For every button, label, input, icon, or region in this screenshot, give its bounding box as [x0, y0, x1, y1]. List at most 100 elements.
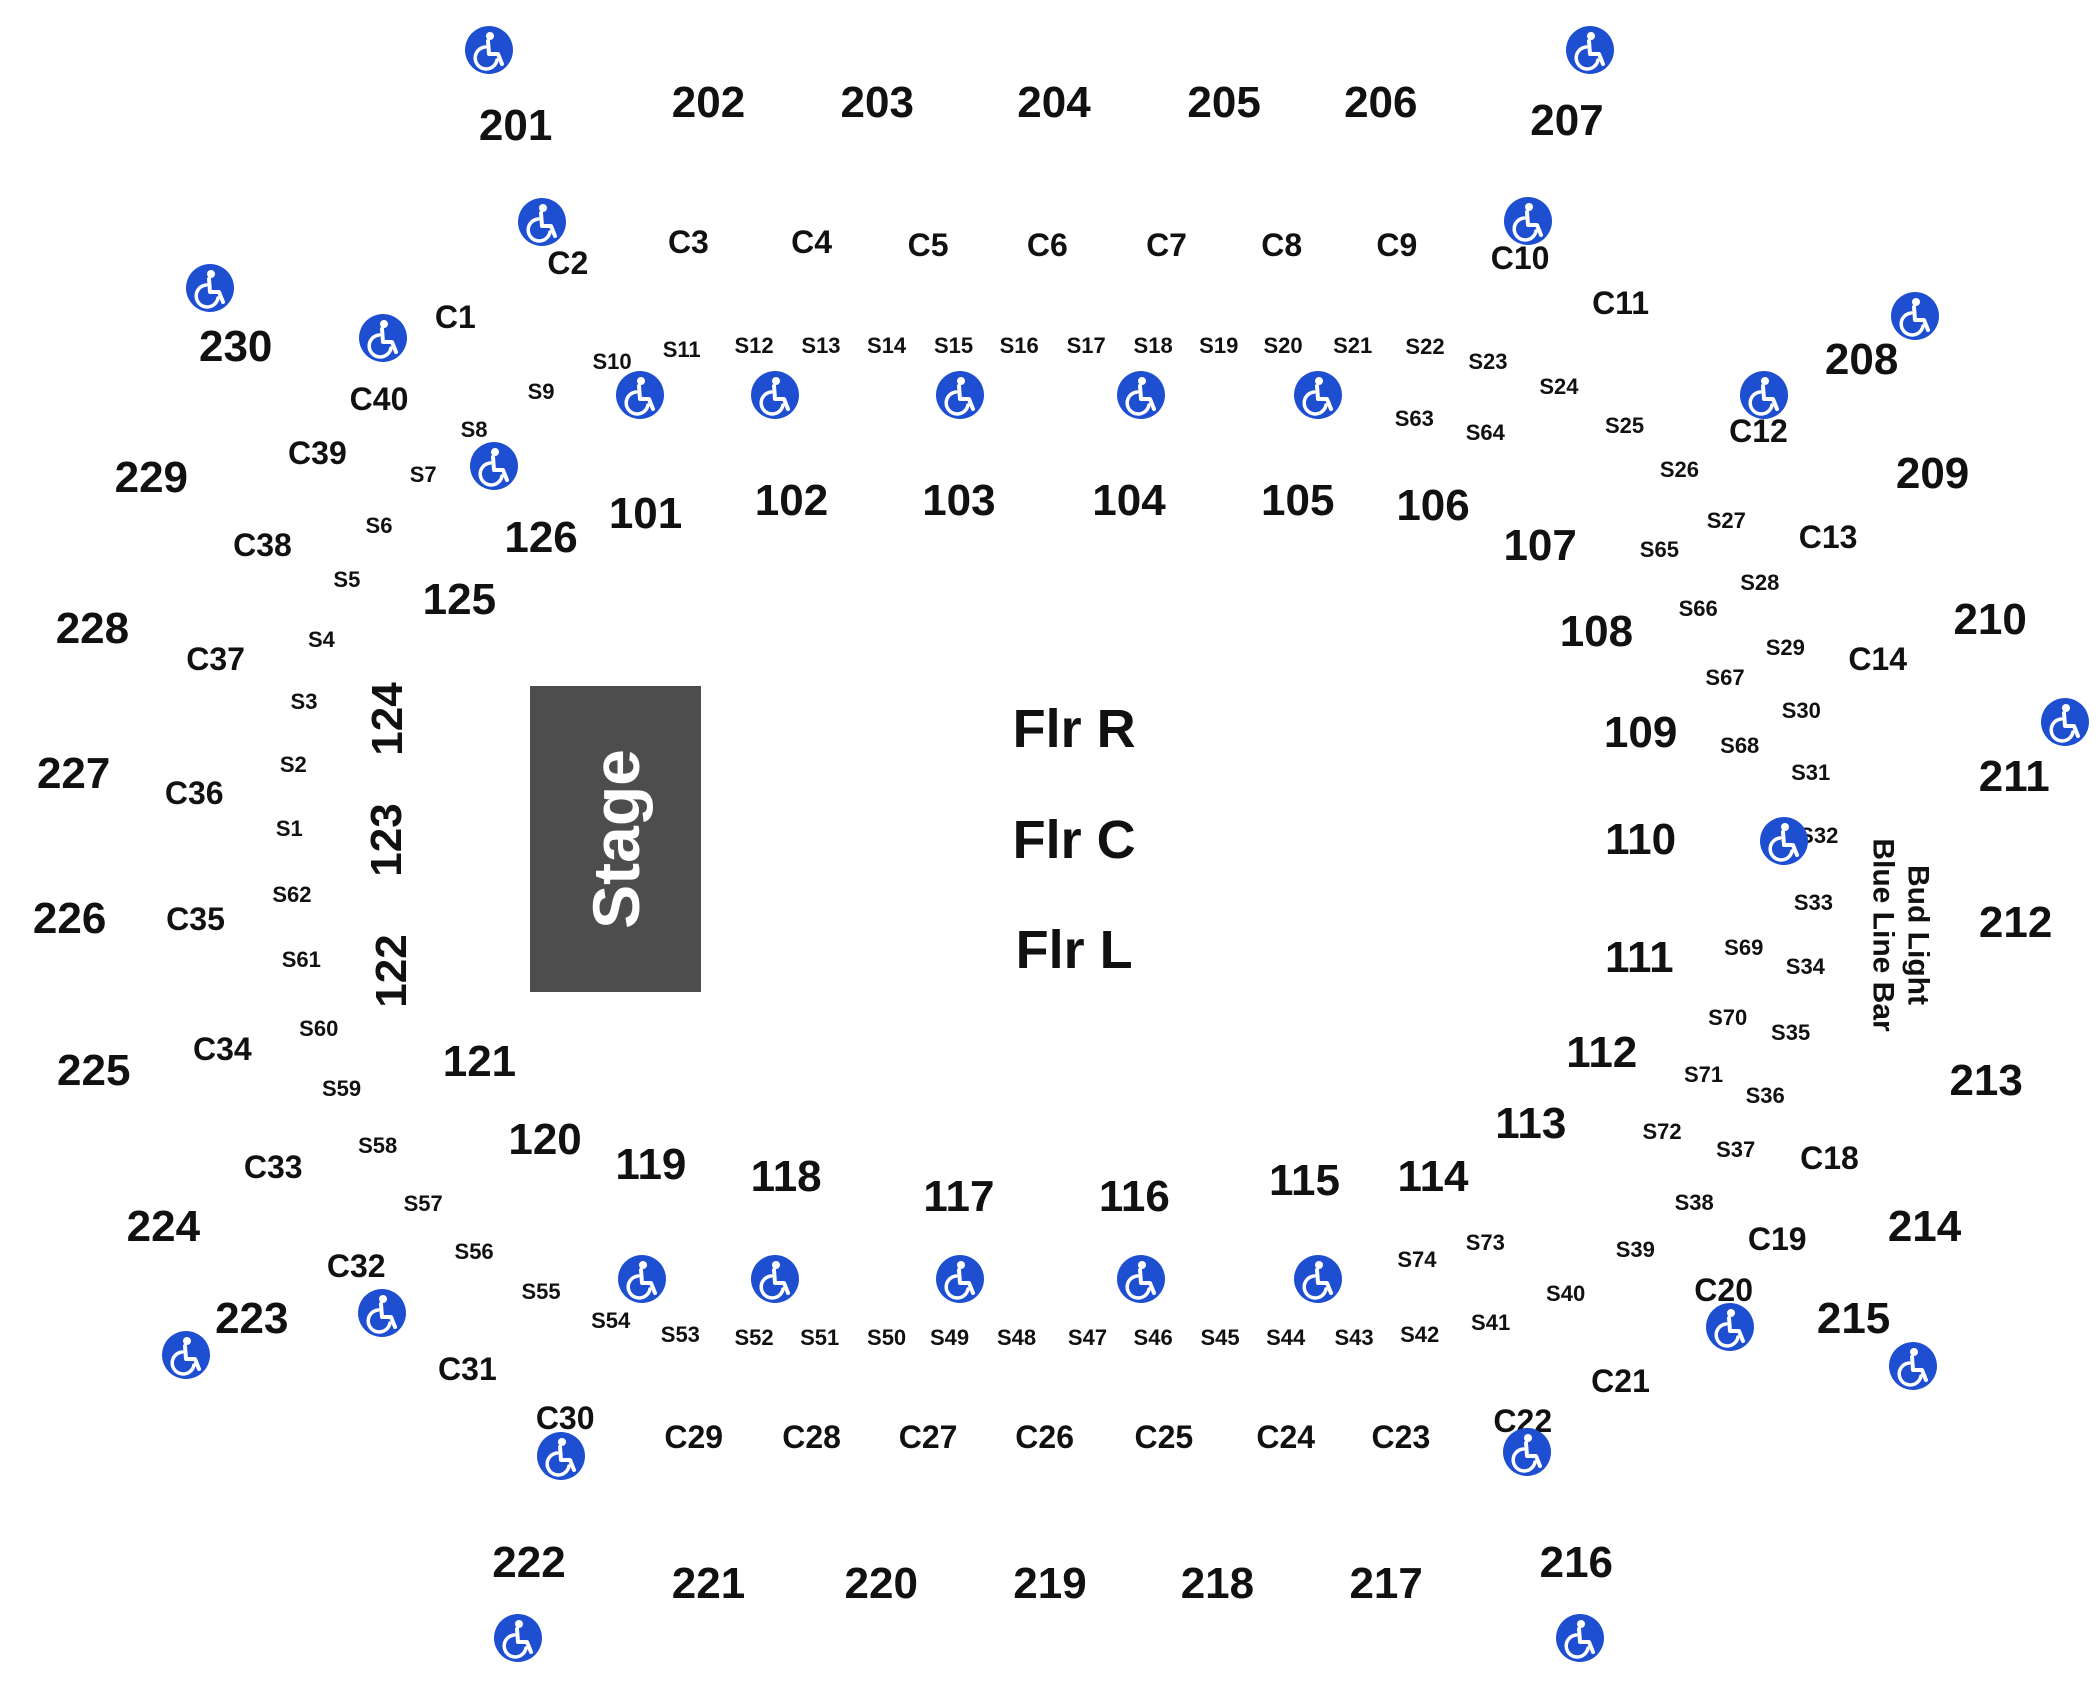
suite-s38[interactable]: S38 [1674, 1189, 1714, 1215]
suite-s23[interactable]: S23 [1468, 348, 1508, 374]
suite-s42[interactable]: S42 [1400, 1322, 1440, 1348]
section-109[interactable]: 109 [1603, 707, 1678, 757]
suite-s30[interactable]: S30 [1781, 698, 1821, 724]
suite-s49[interactable]: S49 [929, 1324, 970, 1350]
section-204[interactable]: 204 [1017, 78, 1091, 128]
club-section-c38[interactable]: C38 [233, 527, 292, 564]
club-section-c39[interactable]: C39 [288, 434, 347, 471]
suite-s2[interactable]: S2 [279, 751, 307, 777]
suite-s16[interactable]: S16 [999, 332, 1039, 358]
suite-s68[interactable]: S68 [1720, 732, 1760, 758]
club-section-c1[interactable]: C1 [434, 299, 476, 336]
suite-s46[interactable]: S46 [1133, 1324, 1173, 1350]
club-section-c33[interactable]: C33 [243, 1148, 303, 1185]
suite-s41[interactable]: S41 [1471, 1310, 1511, 1336]
club-section-c10[interactable]: C10 [1490, 240, 1550, 277]
suite-s62[interactable]: S62 [272, 881, 312, 907]
club-section-c34[interactable]: C34 [192, 1030, 252, 1067]
section-205[interactable]: 205 [1187, 78, 1261, 128]
suite-s54[interactable]: S54 [591, 1307, 631, 1333]
suite-s24[interactable]: S24 [1539, 374, 1579, 400]
suite-s19[interactable]: S19 [1199, 332, 1239, 358]
suite-s20[interactable]: S20 [1263, 332, 1303, 358]
suite-s64[interactable]: S64 [1465, 419, 1505, 445]
section-102[interactable]: 102 [754, 475, 829, 525]
section-203[interactable]: 203 [840, 78, 914, 128]
section-226[interactable]: 226 [32, 893, 107, 943]
club-section-c20[interactable]: C20 [1694, 1271, 1754, 1308]
suite-s34[interactable]: S34 [1785, 953, 1825, 979]
section-227[interactable]: 227 [36, 749, 111, 799]
section-124[interactable]: 124 [363, 682, 413, 756]
suite-s8[interactable]: S8 [460, 416, 488, 442]
suite-s37[interactable]: S37 [1716, 1137, 1756, 1163]
club-section-c25[interactable]: C25 [1134, 1419, 1194, 1456]
section-214[interactable]: 214 [1887, 1201, 1962, 1251]
club-section-c19[interactable]: C19 [1747, 1220, 1807, 1257]
suite-s15[interactable]: S15 [933, 332, 974, 358]
club-section-c13[interactable]: C13 [1798, 519, 1858, 556]
club-section-c4[interactable]: C4 [791, 224, 833, 261]
suite-s61[interactable]: S61 [281, 947, 321, 973]
section-126[interactable]: 126 [504, 513, 578, 563]
suite-s36[interactable]: S36 [1745, 1082, 1785, 1108]
suite-s9[interactable]: S9 [527, 379, 555, 405]
section-116[interactable]: 116 [1098, 1172, 1170, 1222]
floor-section-flr-l[interactable]: Flr L [1015, 919, 1133, 980]
suite-s22[interactable]: S22 [1405, 333, 1445, 359]
suite-s43[interactable]: S43 [1334, 1324, 1374, 1350]
suite-s51[interactable]: S51 [800, 1324, 840, 1350]
section-122[interactable]: 122 [367, 934, 417, 1008]
section-111[interactable]: 111 [1605, 932, 1674, 982]
suite-s13[interactable]: S13 [801, 332, 841, 358]
section-107[interactable]: 107 [1503, 521, 1577, 571]
section-202[interactable]: 202 [671, 78, 746, 128]
section-220[interactable]: 220 [844, 1559, 918, 1609]
section-229[interactable]: 229 [114, 453, 189, 503]
section-221[interactable]: 221 [671, 1559, 746, 1609]
section-120[interactable]: 120 [508, 1114, 582, 1164]
section-223[interactable]: 223 [215, 1294, 289, 1344]
suite-s33[interactable]: S33 [1793, 889, 1833, 915]
section-211[interactable]: 211 [1978, 751, 2050, 801]
section-219[interactable]: 219 [1013, 1559, 1087, 1609]
club-section-c18[interactable]: C18 [1800, 1140, 1859, 1177]
section-121[interactable]: 121 [442, 1037, 517, 1087]
suite-s17[interactable]: S17 [1066, 332, 1106, 358]
section-108[interactable]: 108 [1559, 607, 1634, 657]
club-section-c31[interactable]: C31 [438, 1350, 497, 1387]
suite-s1[interactable]: S1 [275, 816, 303, 842]
club-section-c11[interactable]: C11 [1592, 284, 1649, 321]
suite-s11[interactable]: S11 [662, 336, 701, 362]
section-201[interactable]: 201 [478, 100, 553, 150]
suite-s35[interactable]: S35 [1771, 1019, 1811, 1045]
section-113[interactable]: 113 [1495, 1098, 1567, 1148]
suite-s58[interactable]: S58 [358, 1133, 398, 1159]
club-section-c21[interactable]: C21 [1591, 1362, 1650, 1399]
suite-s47[interactable]: S47 [1067, 1324, 1108, 1350]
suite-s6[interactable]: S6 [365, 513, 393, 539]
suite-s12[interactable]: S12 [734, 332, 774, 358]
club-section-c7[interactable]: C7 [1146, 227, 1187, 264]
club-section-c29[interactable]: C29 [664, 1419, 724, 1456]
suite-s53[interactable]: S53 [660, 1322, 700, 1348]
section-103[interactable]: 103 [922, 475, 996, 525]
floor-section-flr-r[interactable]: Flr R [1012, 698, 1136, 759]
suite-s70[interactable]: S70 [1708, 1004, 1748, 1030]
suite-s48[interactable]: S48 [996, 1324, 1037, 1350]
section-210[interactable]: 210 [1953, 595, 2027, 645]
suite-s27[interactable]: S27 [1706, 507, 1746, 533]
suite-s3[interactable]: S3 [290, 688, 318, 714]
section-101[interactable]: 101 [608, 489, 683, 539]
suite-s10[interactable]: S10 [592, 348, 632, 374]
suite-s72[interactable]: S72 [1642, 1118, 1682, 1144]
club-section-c37[interactable]: C37 [186, 640, 245, 677]
suite-s14[interactable]: S14 [867, 332, 907, 358]
section-125[interactable]: 125 [422, 575, 497, 624]
suite-s45[interactable]: S45 [1200, 1324, 1240, 1350]
section-207[interactable]: 207 [1530, 95, 1604, 145]
suite-s21[interactable]: S21 [1333, 332, 1373, 358]
suite-s39[interactable]: S39 [1615, 1236, 1655, 1262]
club-section-c26[interactable]: C26 [1015, 1419, 1074, 1456]
section-212[interactable]: 212 [1978, 897, 2053, 947]
